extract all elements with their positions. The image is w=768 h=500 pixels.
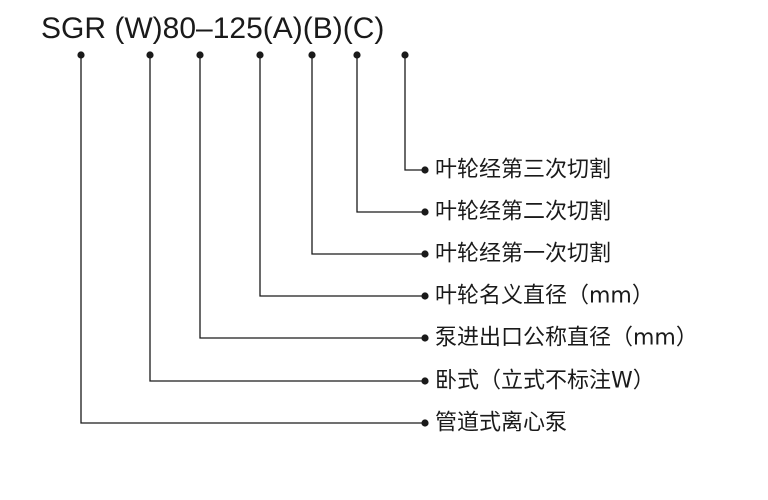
connector-line-b <box>356 55 425 213</box>
legend-label-sgr: 管道式离心泵 <box>435 411 567 436</box>
label-marker-dot-c <box>421 166 429 174</box>
connector-line-sgr <box>80 55 425 424</box>
label-marker-dot-w <box>421 377 429 385</box>
label-marker-dot-impeller <box>421 292 429 300</box>
legend-label-w: 卧式（立式不标注W） <box>435 369 655 394</box>
legend-label-inlet: 泵进出口公称直径（mm） <box>435 326 698 351</box>
label-marker-dot-a <box>421 250 429 258</box>
connector-line-a <box>311 55 425 255</box>
connector-line-c <box>404 55 425 171</box>
label-marker-dot-b <box>421 208 429 216</box>
label-marker-dot-inlet <box>421 334 429 342</box>
connector-line-w <box>149 55 425 382</box>
model-code: SGR (W)80–125(A)(B)(C) <box>41 12 384 45</box>
label-marker-dot-sgr <box>421 419 429 427</box>
legend-label-a: 叶轮经第一次切割 <box>435 242 611 267</box>
connector-line-inlet <box>199 55 425 339</box>
connector-lines <box>77 51 429 427</box>
legend-label-b: 叶轮经第二次切割 <box>435 200 611 225</box>
legend-label-impeller: 叶轮名义直径（mm） <box>435 284 654 309</box>
legend-label-c: 叶轮经第三次切割 <box>435 158 611 183</box>
connector-line-impeller <box>259 55 425 297</box>
